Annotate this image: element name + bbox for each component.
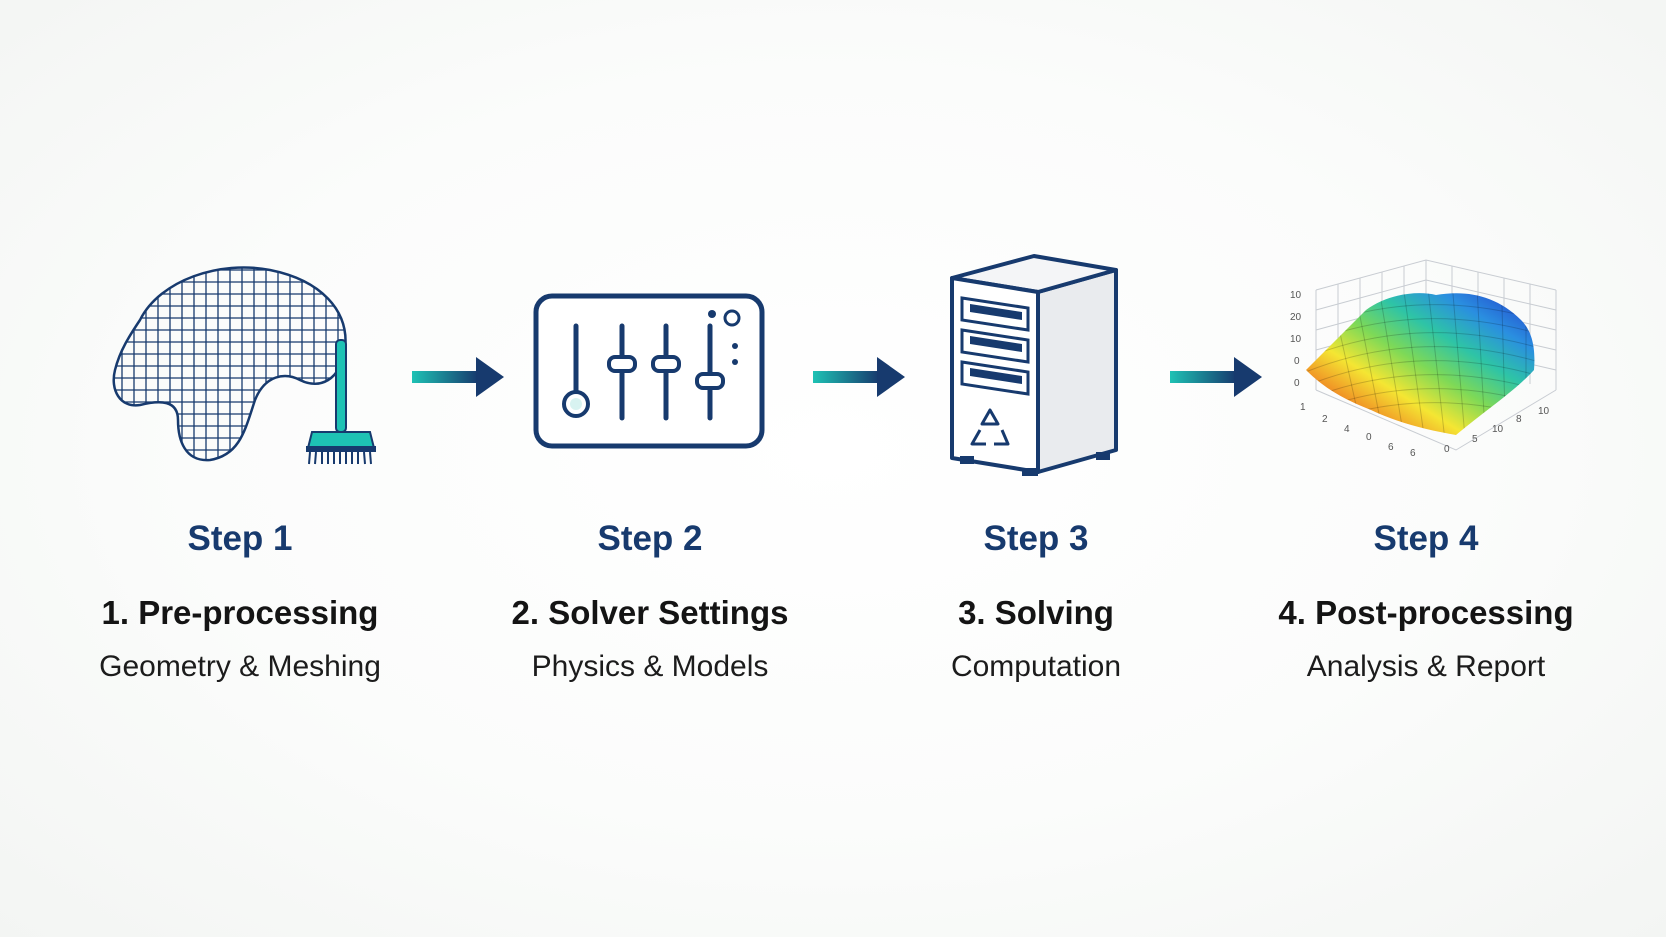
step-1-title: 1. Pre-processing xyxy=(101,594,379,631)
mesh-and-broom-icon xyxy=(100,240,380,485)
arrow-right-icon xyxy=(1170,357,1262,397)
x-tick: 4 xyxy=(1344,424,1350,435)
step-2: Step 2 2. Solver Settings Physics & Mode… xyxy=(460,0,840,937)
step-3-title: 3. Solving xyxy=(958,594,1114,631)
z-tick: 10 xyxy=(1290,290,1302,301)
y-tick: 10 xyxy=(1492,424,1504,435)
z-tick: 10 xyxy=(1290,334,1302,345)
y-tick: 6 xyxy=(1410,448,1416,459)
z-tick: 0 xyxy=(1294,378,1300,389)
x-tick: 1 xyxy=(1300,402,1306,413)
sliders-icon xyxy=(530,290,770,465)
y-tick: 8 xyxy=(1516,414,1522,425)
x-tick: 0 xyxy=(1366,432,1372,443)
step-2-subtitle: Physics & Models xyxy=(531,650,769,683)
y-tick: 10 xyxy=(1538,406,1550,417)
x-tick: 2 xyxy=(1322,414,1328,425)
surface-plot-icon: 10 20 10 0 0 1 2 4 0 6 10 8 10 5 0 6 xyxy=(1276,250,1576,495)
z-tick: 20 xyxy=(1290,312,1302,323)
arrow-right-icon xyxy=(412,357,504,397)
step-4-title: 4. Post-processing xyxy=(1278,594,1574,631)
server-icon xyxy=(946,250,1126,505)
step-3-subtitle: Computation xyxy=(950,650,1122,683)
z-tick: 0 xyxy=(1294,356,1300,367)
x-tick: 6 xyxy=(1388,442,1394,453)
arrow-right-icon xyxy=(813,357,905,397)
step-4-label: Step 4 xyxy=(1373,519,1479,558)
step-3-label: Step 3 xyxy=(983,519,1089,558)
step-2-title: 2. Solver Settings xyxy=(511,594,789,631)
step-2-label: Step 2 xyxy=(597,519,703,558)
step-3: Step 3 3. Solving Computation xyxy=(846,0,1226,937)
y-tick: 5 xyxy=(1472,434,1478,445)
step-1-label: Step 1 xyxy=(187,519,293,558)
step-1-subtitle: Geometry & Meshing xyxy=(99,650,381,683)
step-4: 10 20 10 0 0 1 2 4 0 6 10 8 10 5 0 6 xyxy=(1236,0,1616,937)
step-4-subtitle: Analysis & Report xyxy=(1306,650,1546,683)
step-1: Step 1 1. Pre-processing Geometry & Mesh… xyxy=(50,0,430,937)
y-tick: 0 xyxy=(1444,444,1450,455)
